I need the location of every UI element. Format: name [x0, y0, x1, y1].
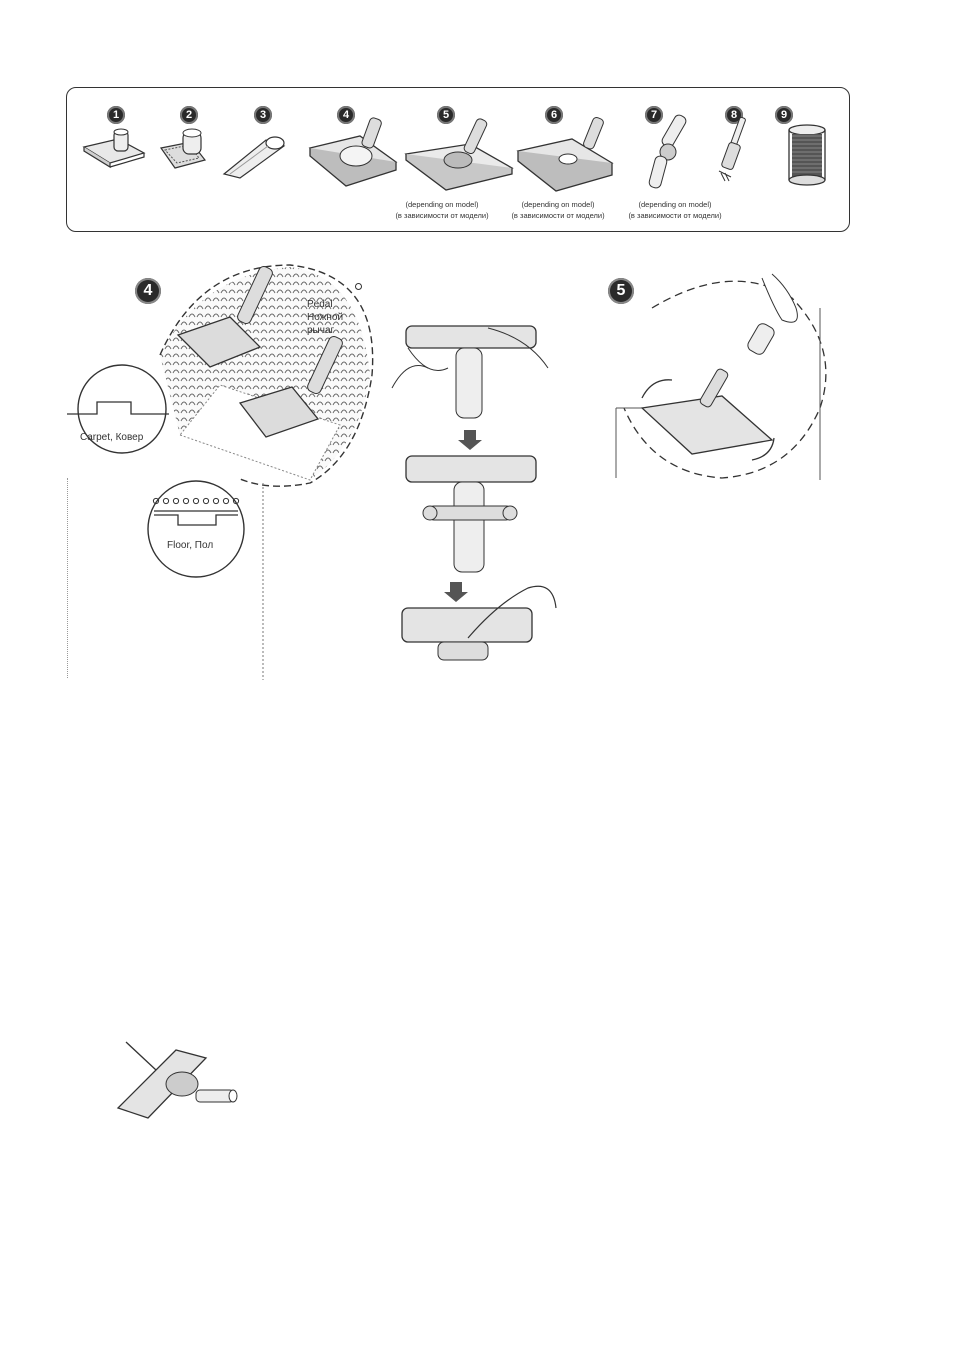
- caption-7: (depending on model) (в зависимости от м…: [625, 199, 725, 221]
- left-guide-line: [67, 478, 68, 678]
- floor-brush-illustration: [400, 118, 515, 198]
- small-brush-illustration: [715, 115, 755, 190]
- pedal-label-ru-1: Ножной: [307, 311, 343, 324]
- caption-7-ru: (в зависимости от модели): [625, 210, 725, 221]
- caption-6: (depending on model) (в зависимости от м…: [508, 199, 608, 221]
- bullet-dot: [355, 283, 362, 290]
- accessory-number-3: 3: [254, 106, 272, 124]
- pedal-label: Pedal Ножной рычаг: [307, 298, 343, 337]
- caption-6-ru: (в зависимости от модели): [508, 210, 608, 221]
- pedal-label-en: Pedal: [307, 298, 343, 311]
- caption-5-en: (depending on model): [392, 199, 492, 210]
- crevice-tool-illustration: [220, 130, 290, 180]
- adapter-illustration: [640, 112, 700, 197]
- power-brush-illustration: [512, 115, 617, 200]
- carpet-label: Carpet, Ковер: [80, 432, 143, 443]
- brush-underside-illustration: [112, 1040, 240, 1120]
- caption-7-en: (depending on model): [625, 199, 725, 210]
- floor-brush-attach-illustration: [612, 268, 834, 483]
- dusting-brush-illustration: [157, 128, 217, 178]
- brush-assembly-sequence: [388, 318, 558, 683]
- floor-callout: [134, 479, 258, 579]
- turbo-brush-illustration: [300, 112, 400, 192]
- caption-5: (depending on model) (в зависимости от м…: [392, 199, 492, 221]
- caption-5-ru: (в зависимости от модели): [392, 210, 492, 221]
- upholstery-tool-illustration: [80, 125, 150, 175]
- caption-6-en: (depending on model): [508, 199, 608, 210]
- pedal-label-ru-2: рычаг: [307, 324, 343, 337]
- accessory-number-1: 1: [107, 106, 125, 124]
- accessory-number-2: 2: [180, 106, 198, 124]
- floor-label: Floor, Пол: [167, 540, 213, 551]
- filter-illustration: [785, 122, 835, 192]
